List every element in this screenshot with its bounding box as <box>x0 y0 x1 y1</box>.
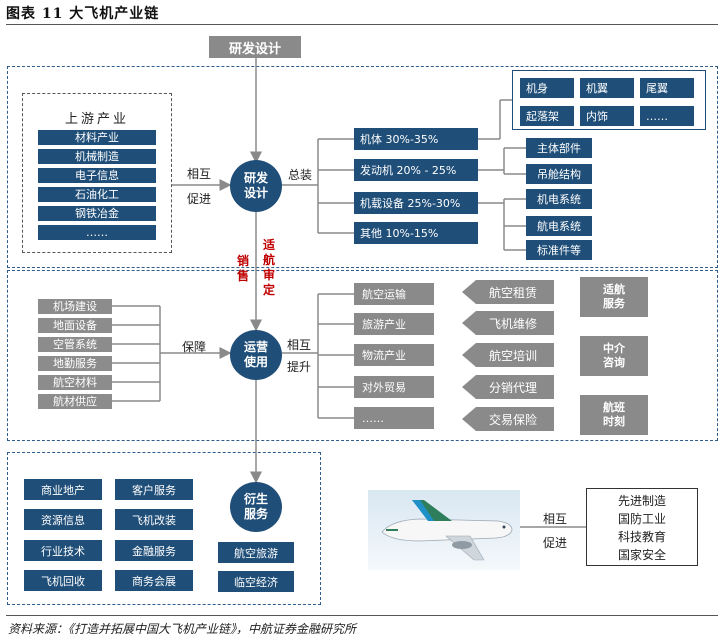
rd-section <box>7 66 718 268</box>
derivative-item: 飞机改装 <box>115 509 193 530</box>
ops-industry-item: 物流产业 <box>354 344 434 366</box>
airframe-part: 内饰 <box>580 106 634 126</box>
ops-square: 适航 服务 <box>580 277 648 317</box>
ops-service-arrow: 飞机维修 <box>462 311 554 335</box>
equipment-part: 航电系统 <box>526 216 592 236</box>
derivative-item: 资源信息 <box>24 509 102 530</box>
top-rd-box: 研发设计 <box>209 36 301 58</box>
airframe-part: 机翼 <box>580 78 634 98</box>
upstream-item: 机械制造 <box>38 149 156 164</box>
assembly-label: 总装 <box>288 168 313 182</box>
strategic-box <box>586 488 698 566</box>
ops-square-line1: 适航 <box>603 283 625 296</box>
upstream-heading: 上游产业 <box>64 112 129 127</box>
equipment-part: 机电系统 <box>526 189 592 209</box>
ops-service-arrow: 航空租赁 <box>462 280 554 304</box>
engine-part: 吊舱结构 <box>526 164 592 184</box>
mutual-improve-line2: 提升 <box>287 360 312 374</box>
ops-service-arrow: 交易保险 <box>462 407 554 431</box>
airframe-part: …… <box>640 106 694 126</box>
ops-square: 中介 咨询 <box>580 336 648 376</box>
airframe-part: 起落架 <box>520 106 574 126</box>
operation-section <box>7 270 718 441</box>
ops-industry-item: 航空运输 <box>354 283 434 305</box>
strategic-item: 先进制造 <box>617 494 666 508</box>
derivative-item: 金融服务 <box>115 540 193 561</box>
derivative-item: 商业地产 <box>24 479 102 500</box>
rd-circle-line1: 研发 <box>243 171 268 185</box>
derivative-right-item: 航空旅游 <box>218 542 294 563</box>
mutual-promote-right-line2: 促进 <box>543 536 568 550</box>
upstream-item: 钢铁冶金 <box>38 206 156 221</box>
mutual-promote-line1: 相互 <box>186 167 211 181</box>
ops-circle: 运营 使用 <box>230 330 282 380</box>
ops-industry-item: …… <box>354 407 434 429</box>
ops-support-item: 航材供应 <box>38 394 112 409</box>
mutual-improve-line1: 相互 <box>287 338 312 352</box>
derivative-item: 商务会展 <box>115 570 193 591</box>
ops-square-line2: 咨询 <box>603 356 625 369</box>
ops-support-item: 空管系统 <box>38 337 112 352</box>
derivative-section <box>7 452 321 605</box>
ops-square-line2: 服务 <box>603 297 625 310</box>
strategic-item: 国防工业 <box>617 512 666 526</box>
derivative-item: 飞机回收 <box>24 570 102 591</box>
ops-service-arrow: 分销代理 <box>462 375 554 399</box>
upstream-item: 石油化工 <box>38 187 156 202</box>
ops-square-line1: 中介 <box>603 342 625 355</box>
title-divider <box>6 24 718 25</box>
derivative-circle-line2: 服务 <box>243 507 268 521</box>
mutual-promote-line2: 促进 <box>186 192 211 206</box>
derivative-circle: 衍生 服务 <box>230 482 282 532</box>
derivative-item: 客户服务 <box>115 479 193 500</box>
component-other: 其他 10%-15% <box>354 222 478 244</box>
derivative-circle-line1: 衍生 <box>243 492 268 506</box>
ops-support-item: 机场建设 <box>38 299 112 314</box>
airworthiness-label: 适航审定 <box>262 238 275 297</box>
ops-support-item: 航空材料 <box>38 375 112 390</box>
rd-circle-line2: 设计 <box>243 186 268 200</box>
derivative-item: 行业技术 <box>24 540 102 561</box>
airframe-parts-box <box>512 70 706 130</box>
footer-divider <box>6 615 718 616</box>
component-engine: 发动机 20% - 25% <box>354 159 478 181</box>
sales-label: 销售 <box>236 254 249 283</box>
ops-circle-line1: 运营 <box>243 340 268 354</box>
derivative-right-item: 临空经济 <box>218 571 294 592</box>
mutual-promote-right-line1: 相互 <box>543 512 568 526</box>
ops-circle-line2: 使用 <box>243 355 268 369</box>
strategic-item: 国家安全 <box>617 548 666 562</box>
component-equipment: 机载设备 25%-30% <box>354 192 478 214</box>
ops-square-line2: 时刻 <box>603 415 625 428</box>
ops-support-item: 地勤服务 <box>38 356 112 371</box>
upstream-item: …… <box>38 225 156 240</box>
ops-industry-item: 对外贸易 <box>354 376 434 398</box>
airframe-part: 尾翼 <box>640 78 694 98</box>
ops-service-arrow: 航空培训 <box>462 343 554 367</box>
strategic-item: 科技教育 <box>617 530 666 544</box>
rd-circle: 研发 设计 <box>230 160 282 212</box>
upstream-item: 电子信息 <box>38 168 156 183</box>
source-note: 资料来源：《打造并拓展中国大飞机产业链》，中航证券金融研究所 <box>8 622 357 636</box>
airframe-part: 机身 <box>520 78 574 98</box>
ops-industry-item: 旅游产业 <box>354 313 434 335</box>
engine-part: 主体部件 <box>526 138 592 158</box>
figure-title: 图表 11 大飞机产业链 <box>6 6 160 22</box>
equipment-part: 标准件等 <box>526 240 592 260</box>
component-airframe: 机体 30%-35% <box>354 128 478 150</box>
guarantee-label: 保障 <box>182 340 207 354</box>
upstream-item: 材料产业 <box>38 130 156 145</box>
ops-square-line1: 航班 <box>603 401 625 414</box>
upstream-box <box>22 93 172 253</box>
ops-support-item: 地面设备 <box>38 318 112 333</box>
ops-square: 航班 时刻 <box>580 395 648 435</box>
